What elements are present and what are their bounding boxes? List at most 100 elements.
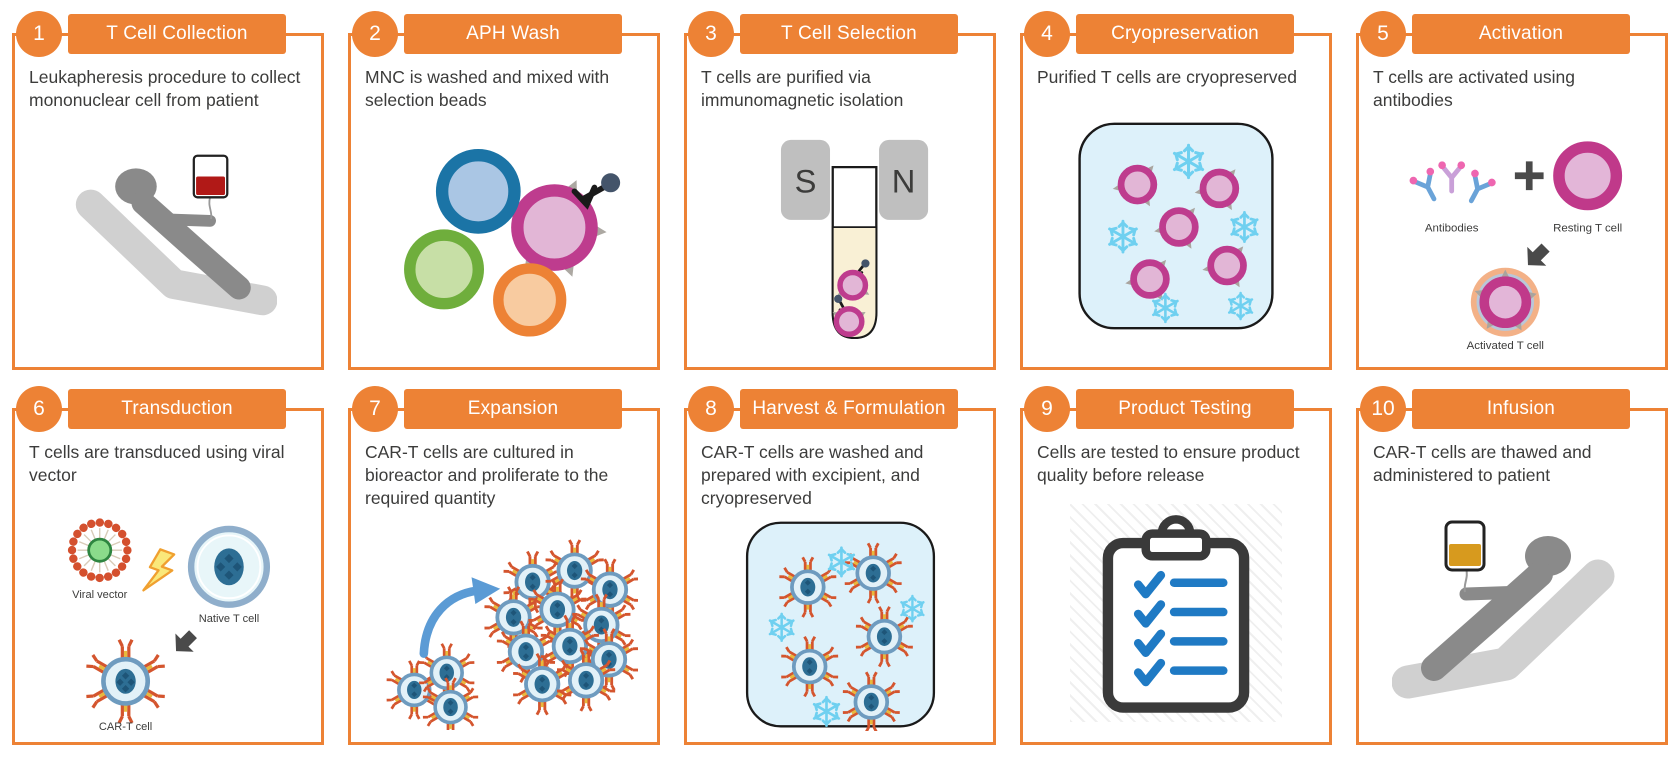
cell-1: 1 T Cell Collection Leukapheresis proced… [0,11,336,370]
selected-t-cell [837,259,870,301]
step-title-bar: T Cell Selection [740,14,958,54]
step-card-9: 9 Product Testing Cells are tested to en… [1020,386,1332,745]
checklist-clipboard-icon [1102,515,1250,713]
step-description: Leukapheresis procedure to collect monon… [29,67,301,110]
illustration-area: Antibodies Resting T cell [1359,112,1665,368]
step-title-bar: APH Wash [404,14,622,54]
hatched-background [1070,504,1282,723]
step-title-bar: Product Testing [1076,389,1294,429]
iv-bag-icon [1444,520,1486,593]
step-number-badge: 2 [352,11,398,57]
infusion-illustration [1392,520,1615,699]
car-t-cell [84,638,166,725]
test-tube [831,166,878,340]
illustration-area [687,509,993,742]
step-title-bar: Transduction [68,389,286,429]
cell-7: 7 Expansion CAR-T cells are cultured in … [336,386,672,745]
orange-cell [493,263,567,337]
step-title-bar: Activation [1412,14,1630,54]
patient-figure [1421,536,1571,682]
mnc-cells-illustration [404,149,621,337]
cell-2: 2 APH Wash MNC is washed and mixed with … [336,11,672,370]
spiked-t-cell-with-bead [505,173,621,277]
lightning-icon [141,548,175,592]
viral-vector-icon [67,518,132,583]
magnet-north: N [879,140,929,221]
step-description: CAR-T cells are cultured in bioreactor a… [365,442,609,508]
step-card-5: 5 Activation T cells are activated using… [1356,11,1668,370]
plus-icon [1514,161,1544,190]
step-number-badge: 3 [688,11,734,57]
magnetic-isolation-illustration: S N [780,140,929,340]
step-title-bar: Infusion [1412,389,1630,429]
step-number-badge: 4 [1024,11,1070,57]
illustration-area [1023,487,1329,743]
step-description: MNC is washed and mixed with selection b… [365,67,610,110]
activation-illustration: Antibodies Resting T cell [1392,141,1623,351]
resting-t-cell-label: Resting T cell [1553,222,1622,234]
antibodies-label: Antibodies [1425,222,1479,234]
step-card-4: 4 Cryopreservation Purified T cells are … [1020,11,1332,370]
step-number-badge: 10 [1360,386,1406,432]
illustration-area: Viral vector Native T cell [15,487,321,743]
step-description: CAR-T cells are thawed and administered … [1373,442,1592,485]
arrow-down-left-icon [174,630,197,653]
step-number-badge: 6 [16,386,62,432]
blood-bag-icon [192,154,228,220]
cryopreservation-illustration [1078,122,1274,330]
cell-4: 4 Cryopreservation Purified T cells are … [1008,11,1344,370]
antibodies-icon [1408,161,1497,207]
step-card-7: 7 Expansion CAR-T cells are cultured in … [348,386,660,745]
illustration-area [1359,487,1665,743]
cell-8: 8 Harvest & Formulation CAR-T cells are … [672,386,1008,745]
step-title-bar: Cryopreservation [1076,14,1294,54]
step-description: Cells are tested to ensure product quali… [1037,442,1300,485]
step-title-bar: Expansion [404,389,622,429]
step-card-1: 1 T Cell Collection Leukapheresis proced… [12,11,324,370]
cell-cluster-small [387,643,479,729]
cell-6: 6 Transduction T cells are transduced us… [0,386,336,745]
svg-text:N: N [892,163,916,200]
car-t-cell-label: CAR-T cell [98,721,151,733]
cell-5: 5 Activation T cells are activated using… [1344,11,1680,370]
step-title-bar: T Cell Collection [68,14,286,54]
viral-vector-label: Viral vector [72,589,127,601]
step-description: T cells are purified via immunomagnetic … [701,67,904,110]
cell-cluster-large [484,540,638,715]
step-card-8: 8 Harvest & Formulation CAR-T cells are … [684,386,996,745]
illustration-area [15,112,321,368]
step-card-3: 3 T Cell Selection T cells are purified … [684,11,996,370]
native-t-cell [187,526,270,609]
svg-text:S: S [795,163,817,200]
green-cell [404,229,485,310]
leukapheresis-illustration [75,154,277,316]
step-number-badge: 5 [1360,11,1406,57]
selected-t-cell [832,295,866,338]
illustration-area [351,509,657,742]
illustration-area: S N [687,112,993,368]
magnet-south: S [780,140,831,221]
blue-cell [435,149,521,234]
cell-10: 10 Infusion CAR-T cells are thawed and a… [1344,386,1680,745]
arrow-down-left-icon [1527,243,1550,266]
step-number-badge: 9 [1024,386,1070,432]
resting-t-cell [1553,141,1623,211]
transduction-illustration: Viral vector Native T cell [67,518,270,733]
cell-9: 9 Product Testing Cells are tested to en… [1008,386,1344,745]
step-description: Purified T cells are cryopreserved [1037,67,1298,87]
step-description: T cells are activated using antibodies [1373,67,1576,110]
step-card-10: 10 Infusion CAR-T cells are thawed and a… [1356,386,1668,745]
step-title-bar: Harvest & Formulation [740,389,958,429]
harvest-formulation-illustration [745,521,935,731]
native-t-cell-label: Native T cell [198,613,258,625]
checklist-rows [1133,571,1228,687]
activated-t-cell-label: Activated T cell [1467,340,1544,351]
illustration-area [351,112,657,368]
step-number-badge: 1 [16,11,62,57]
activated-t-cell [1470,267,1540,337]
step-card-6: 6 Transduction T cells are transduced us… [12,386,324,745]
expansion-illustration [370,520,638,730]
step-number-badge: 7 [352,386,398,432]
step-description: CAR-T cells are washed and prepared with… [701,442,924,508]
